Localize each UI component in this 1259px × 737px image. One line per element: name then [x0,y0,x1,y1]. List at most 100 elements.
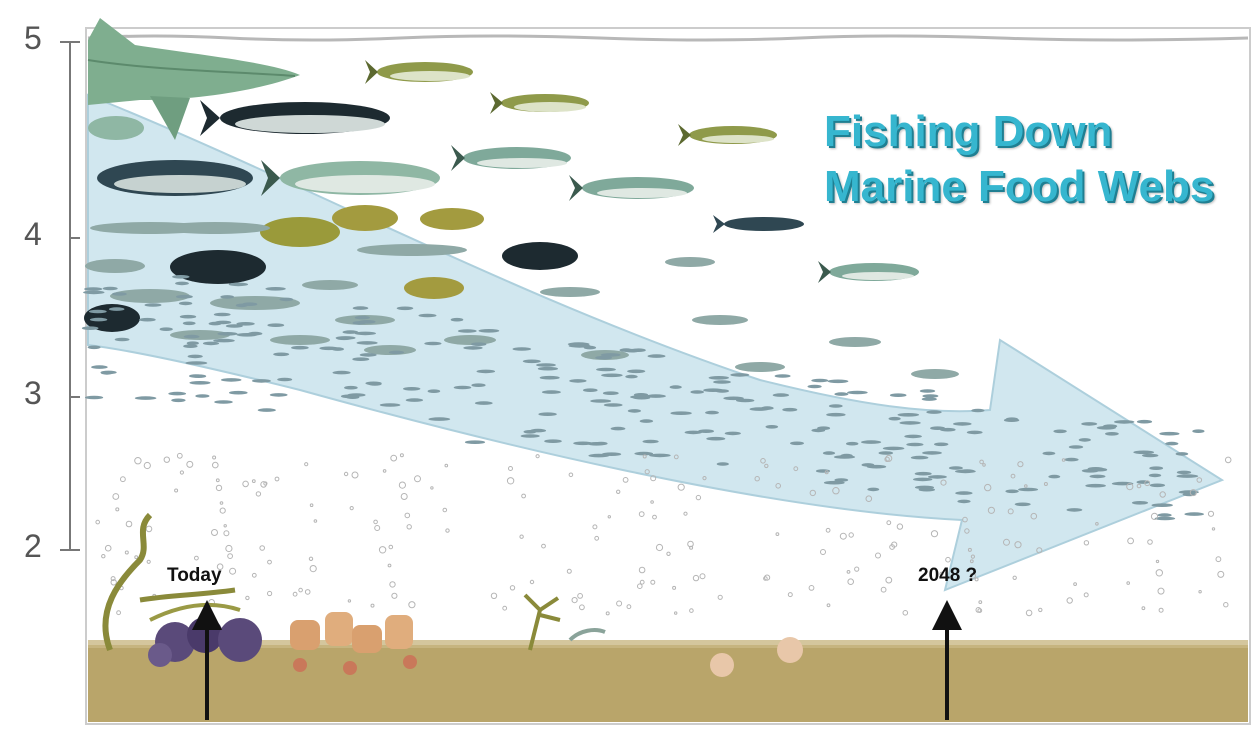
small-fish [139,318,156,322]
small-fish [1081,422,1097,426]
small-fish [171,399,185,403]
small-fish [730,373,749,377]
small-fish [538,412,556,416]
small-fish [648,354,666,358]
small-fish [84,287,102,291]
small-fish [640,419,653,423]
small-fish [1053,430,1066,434]
small-fish [471,342,486,346]
small-fish [604,403,623,407]
small-fish [1152,503,1173,507]
small-fish [646,394,666,398]
small-fish [359,320,376,324]
small-fish [477,370,496,374]
small-fish [176,295,193,299]
seafloor [88,645,1248,722]
fish [911,369,959,379]
fish [302,280,358,290]
small-fish [280,298,294,302]
small-fish [773,393,789,397]
small-fish [270,393,288,397]
small-fish [1192,429,1204,433]
small-fish [1159,432,1179,436]
fish [665,257,715,267]
small-fish [213,339,235,343]
small-fish [220,295,234,299]
small-fish [601,374,623,378]
small-fish [180,315,196,319]
seafloor-edge [88,640,1248,648]
small-fish [595,356,612,360]
fish [540,287,600,297]
small-fish [1018,488,1038,492]
small-fish [186,361,208,365]
small-fish [523,360,541,364]
y-axis-line [60,42,70,550]
small-fish [347,393,365,397]
small-fish [957,500,970,504]
small-fish [451,318,464,322]
small-fish [463,346,482,350]
small-fish [291,346,309,350]
small-fish [899,421,920,425]
small-fish [834,392,848,396]
small-fish [706,437,725,441]
fish [444,335,496,345]
fish [357,244,467,256]
small-fish [530,429,546,433]
fish [420,208,484,230]
small-fish [82,326,99,330]
fish [404,277,464,299]
small-fish [930,426,945,430]
small-fish [603,391,619,395]
small-fish [1005,490,1018,494]
small-fish [928,475,947,479]
small-fish [867,488,879,492]
small-fish [513,347,532,351]
small-fish [569,379,586,383]
small-fish [1064,458,1078,462]
small-fish [544,439,562,443]
small-fish [184,335,200,339]
small-fish [85,396,103,400]
small-fish [1137,420,1152,424]
small-fish [352,357,369,361]
y-axis-label-3: 3 [24,375,42,412]
small-fish [826,413,845,417]
small-fish [1105,432,1119,436]
small-fish [1048,475,1060,479]
fish [829,337,881,347]
small-fish [187,341,199,345]
small-fish [1079,438,1091,442]
small-fish [670,411,691,415]
small-fish [521,434,540,438]
small-fish [611,427,626,431]
small-fish [766,425,779,429]
small-fish [1176,474,1198,478]
small-fish [273,353,289,357]
small-fish [709,376,729,380]
small-fish [203,342,219,346]
small-fish [109,307,125,311]
fish [170,250,266,284]
fish [692,315,748,325]
small-fish [915,486,934,490]
small-fish [834,455,855,459]
small-fish [879,451,894,455]
small-fish [761,406,774,410]
small-fish [191,374,206,378]
small-fish [145,303,162,307]
fish [97,160,253,196]
small-fish [627,370,645,374]
small-fish [424,342,441,346]
fish [85,259,145,273]
small-fish [542,390,561,394]
small-fish [252,379,271,383]
small-fish [229,391,248,395]
small-fish [1097,426,1116,430]
small-fish [713,380,731,384]
small-fish [1085,484,1106,488]
small-fish [343,330,359,334]
small-fish [183,322,196,326]
small-fish [690,390,704,394]
